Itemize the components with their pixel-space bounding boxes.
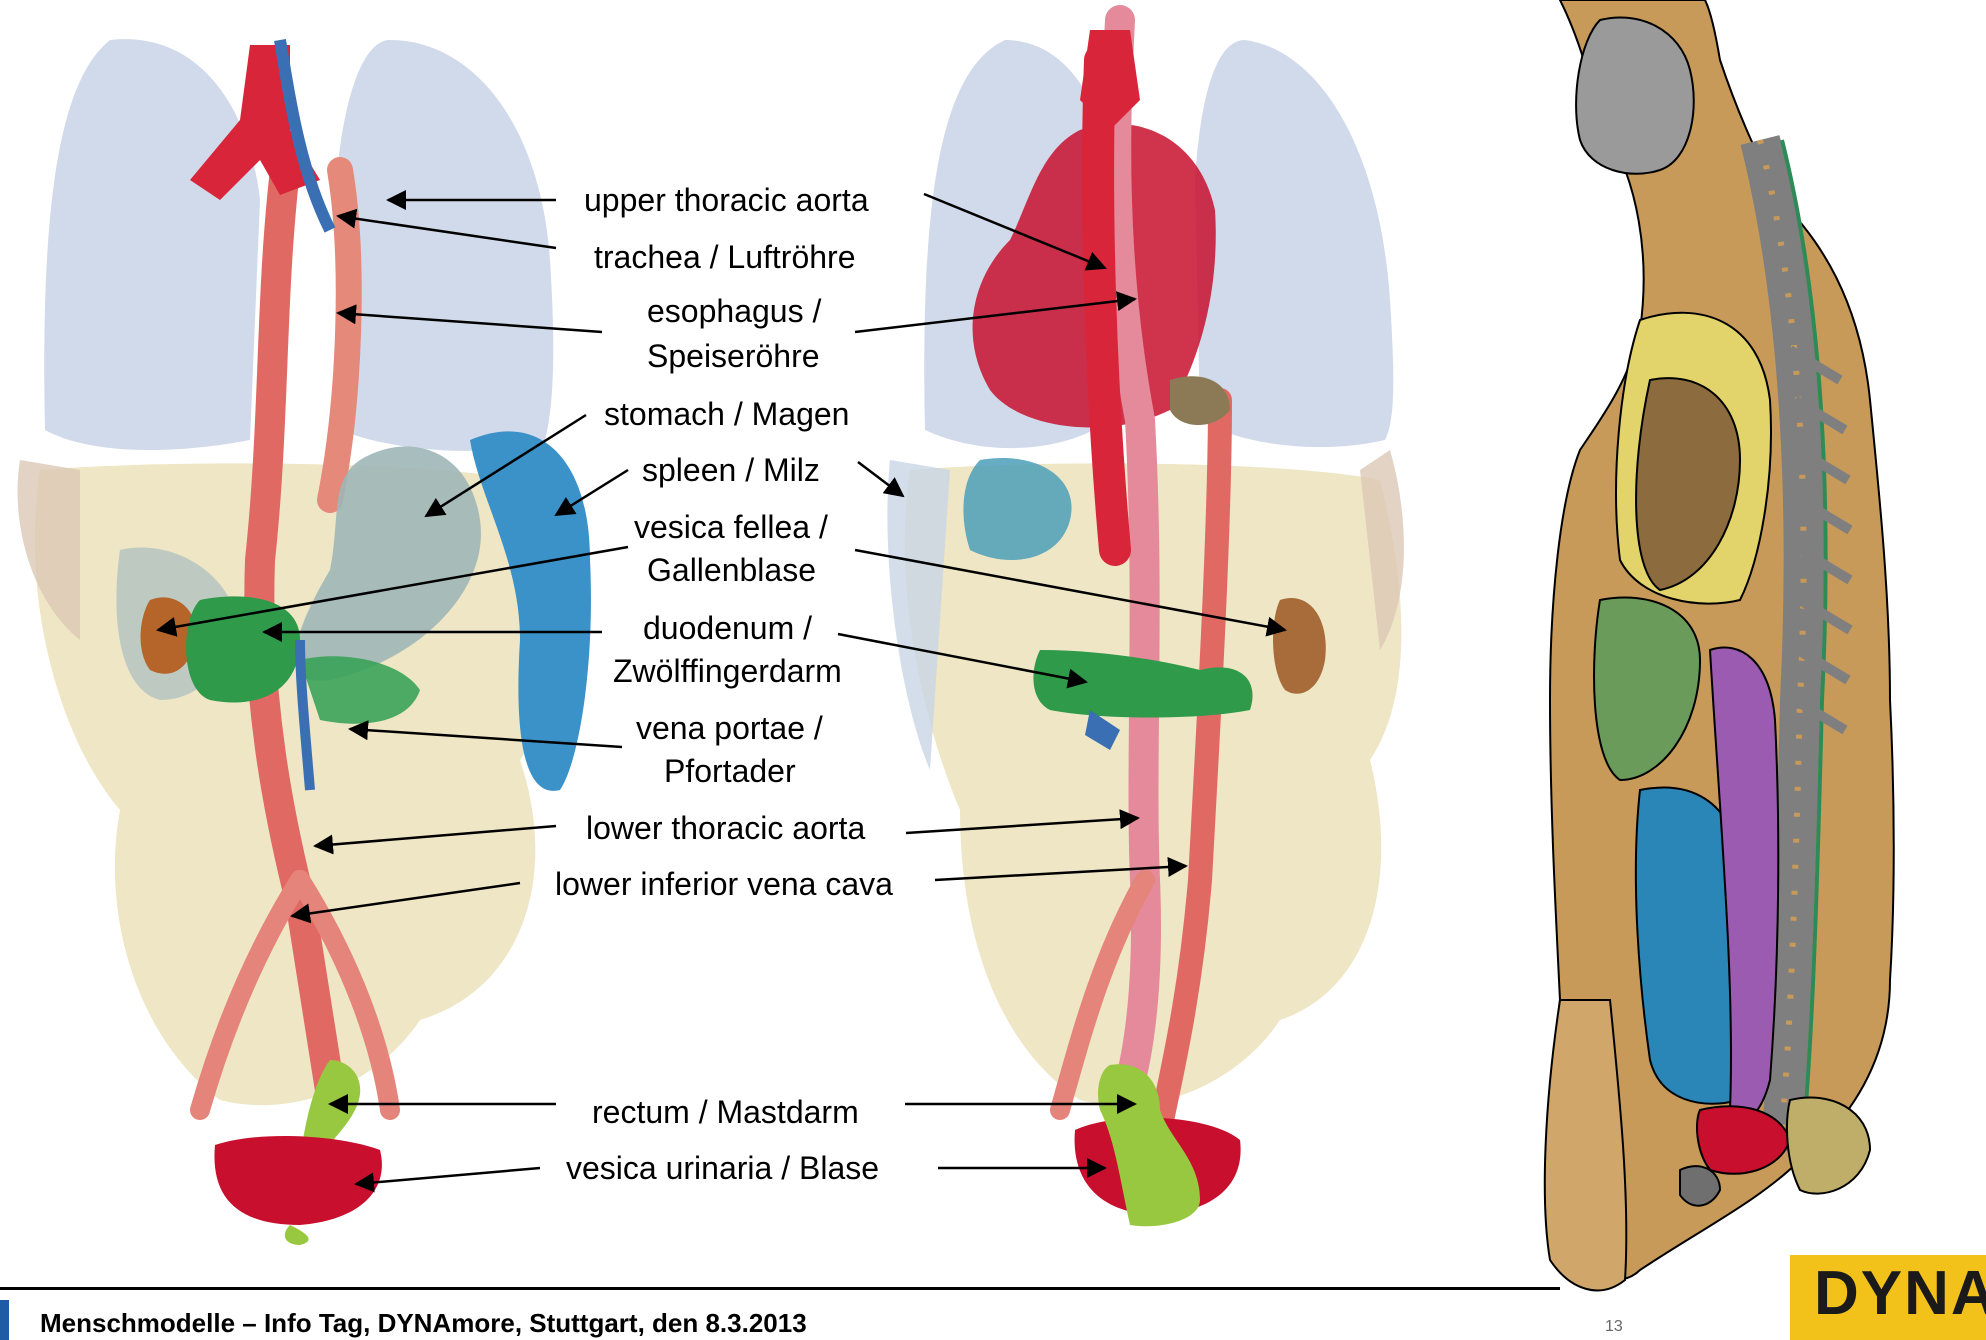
- footer-divider: [0, 1287, 1560, 1290]
- sagittal-body-view: [1545, 0, 1894, 1290]
- page-number: 13: [1605, 1318, 1623, 1336]
- label-rectum: rectum / Mastdarm: [592, 1092, 859, 1132]
- label-vena-portae-2: Pfortader: [664, 751, 796, 791]
- label-lower-thoracic-aorta: lower thoracic aorta: [586, 808, 865, 848]
- body-pelvis: [1680, 1166, 1720, 1206]
- label-lower-inferior-vena-cava: lower inferior vena cava: [555, 864, 893, 904]
- footer-accent-bar: [0, 1300, 9, 1340]
- label-spleen: spleen / Milz: [642, 450, 820, 490]
- label-vena-portae-1: vena portae /: [636, 708, 823, 748]
- label-esophagus-2: Speiseröhre: [647, 336, 820, 376]
- body-arm: [1545, 1000, 1627, 1290]
- dynamore-logo: DYNA: [1790, 1255, 1986, 1340]
- label-esophagus-1: esophagus /: [647, 291, 821, 331]
- label-vesica-fellea-1: vesica fellea /: [634, 507, 828, 547]
- left-esophagus: [330, 170, 349, 500]
- label-stomach: stomach / Magen: [604, 394, 849, 434]
- middle-anatomy-view: [887, 20, 1404, 1226]
- label-trachea: trachea / Luftröhre: [594, 237, 855, 277]
- left-anatomy-view: [18, 39, 591, 1245]
- arrow-bladder-left: [356, 1168, 540, 1184]
- left-bladder: [214, 1136, 381, 1225]
- mid-vena-cava: [1098, 60, 1115, 550]
- label-duodenum-2: Zwölffingerdarm: [613, 651, 842, 691]
- label-upper-thoracic-aorta: upper thoracic aorta: [584, 180, 869, 220]
- label-vesica-fellea-2: Gallenblase: [647, 550, 816, 590]
- label-duodenum-1: duodenum /: [643, 608, 812, 648]
- left-lung-r: [335, 40, 553, 451]
- label-vesica-urinaria: vesica urinaria / Blase: [566, 1148, 879, 1188]
- footer-title: Menschmodelle – Info Tag, DYNAmore, Stut…: [40, 1308, 807, 1339]
- body-rectum: [1787, 1097, 1870, 1193]
- left-lung-l: [44, 39, 260, 450]
- mid-lung-r: [1195, 40, 1393, 447]
- logo-text: DYNA: [1814, 1263, 1986, 1325]
- body-skull: [1576, 17, 1694, 173]
- left-rectum-lower: [285, 1225, 309, 1245]
